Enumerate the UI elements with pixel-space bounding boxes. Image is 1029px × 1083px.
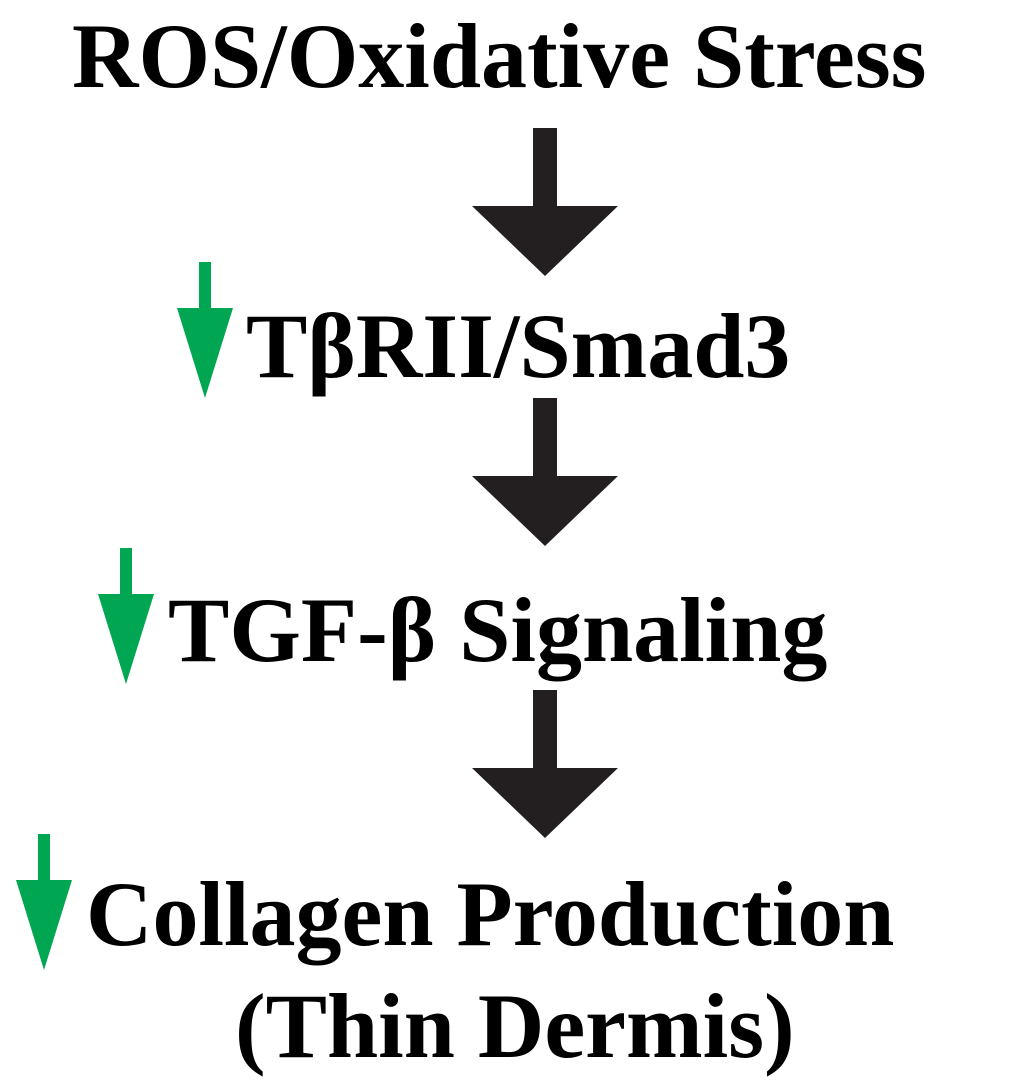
down-arrow-icon (472, 398, 618, 546)
node-ros-oxidative-stress: ROS/Oxidative Stress (72, 5, 927, 107)
down-arrow-icon (472, 690, 618, 838)
node-thin-dermis: (Thin Dermis) (235, 975, 795, 1077)
node-tbrii-smad3: TβRII/Smad3 (246, 295, 791, 397)
decrease-arrow-icon (177, 262, 233, 398)
decrease-arrow-icon (98, 548, 154, 684)
node-collagen-production: Collagen Production (86, 863, 895, 965)
down-arrow-icon (472, 128, 618, 276)
decrease-arrow-icon (16, 834, 72, 970)
node-tgf-beta-signaling: TGF-β Signaling (168, 579, 828, 681)
